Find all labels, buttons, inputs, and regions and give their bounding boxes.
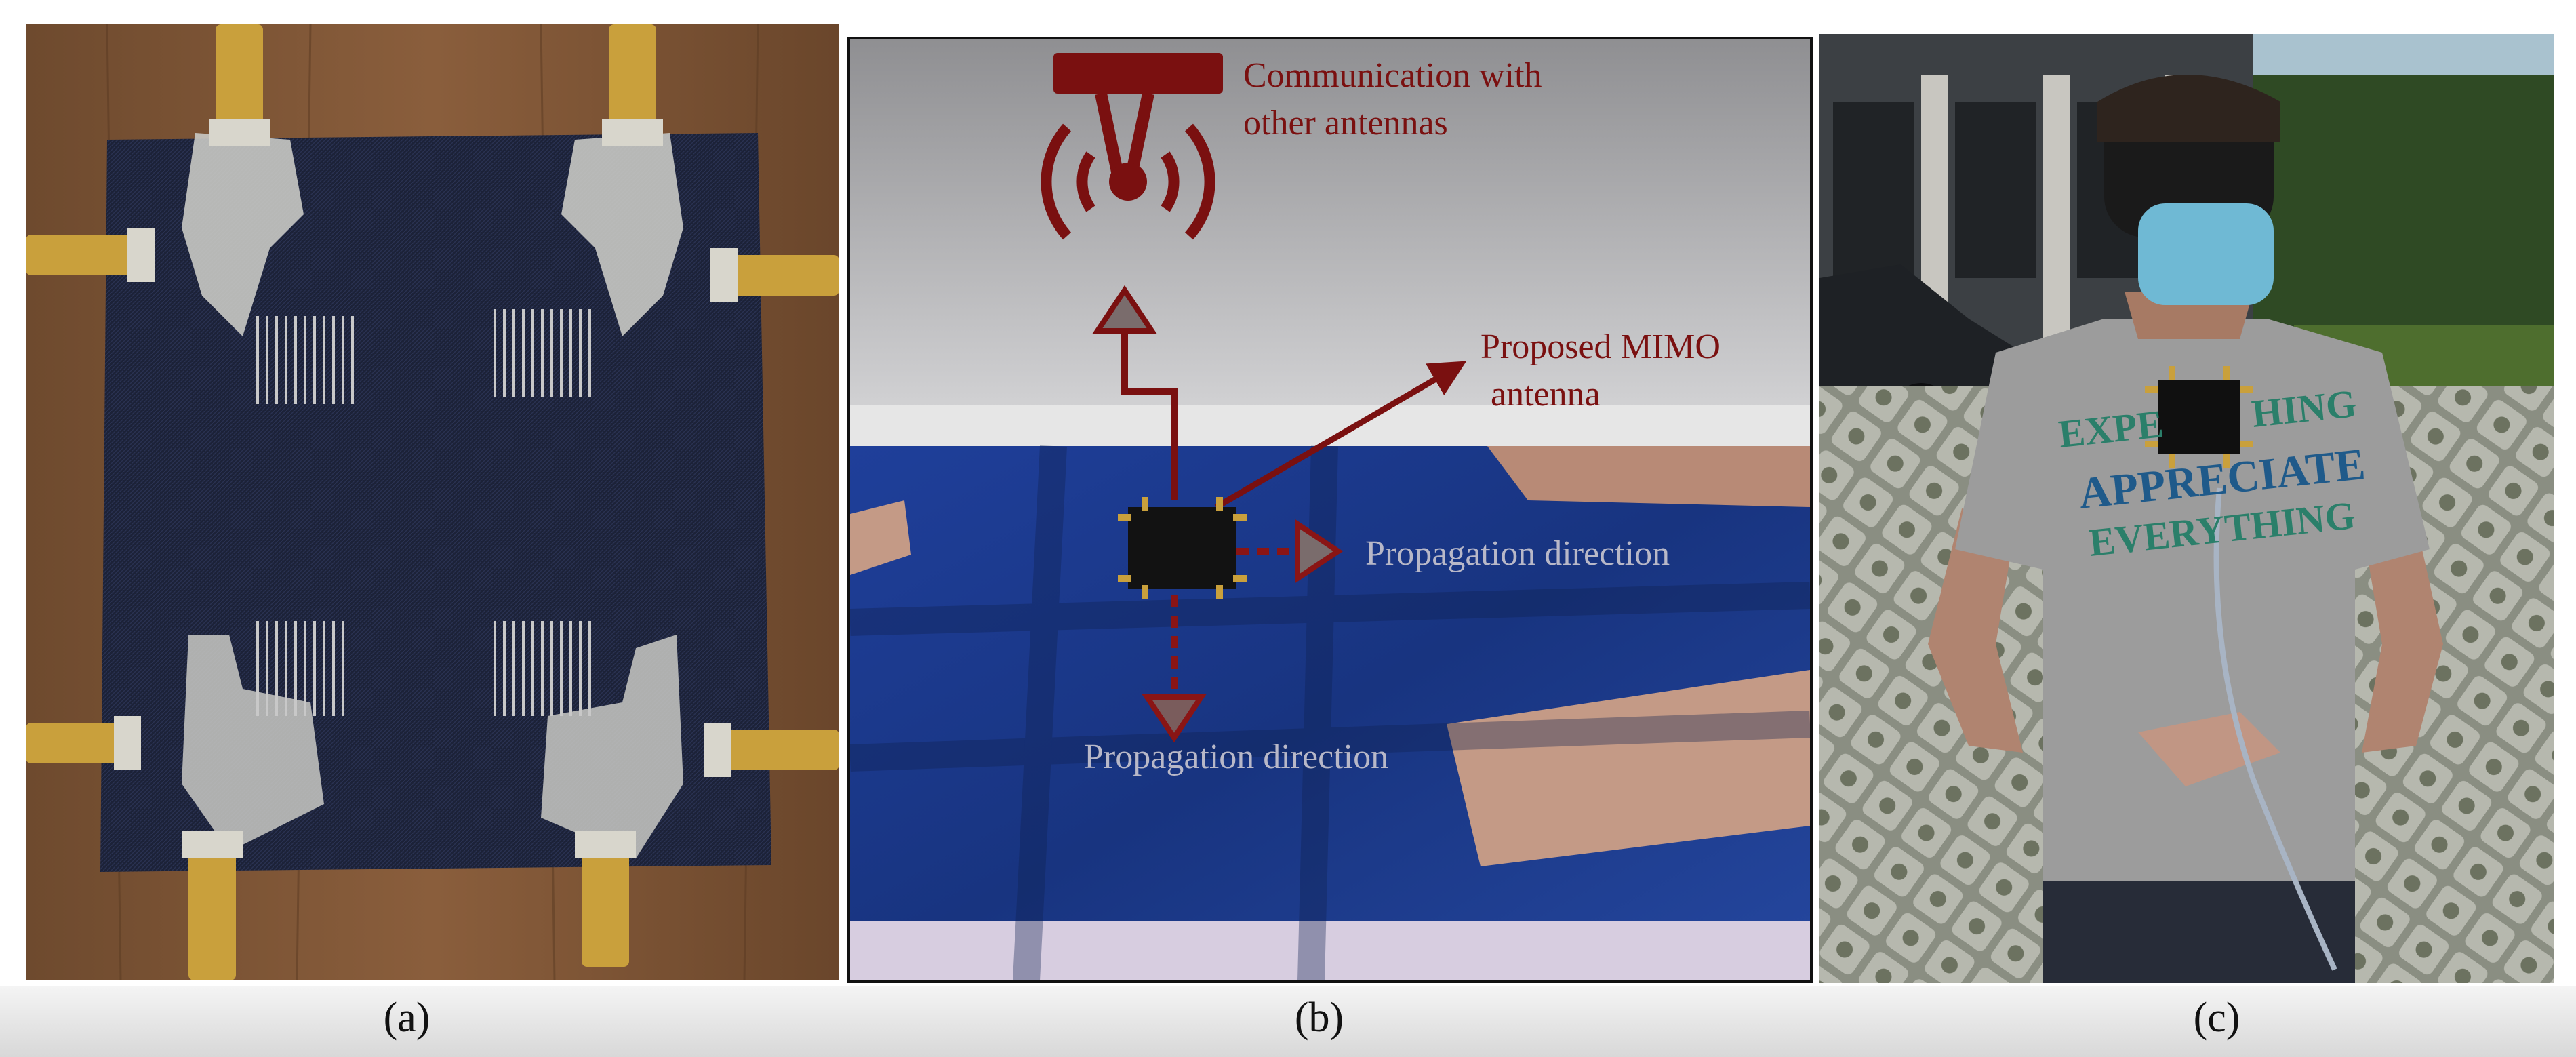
sheet-bottom	[850, 921, 1810, 980]
sma-connectors	[26, 24, 839, 980]
trees	[2253, 75, 2554, 366]
caption-b: (b)	[1294, 995, 1344, 1041]
label-communication-line1: Communication with	[1243, 56, 1542, 95]
jeans	[2043, 881, 2355, 983]
right-arm	[2362, 522, 2443, 753]
cloth-shadows	[850, 445, 1810, 980]
panel-a-image	[26, 24, 839, 980]
cable	[2213, 487, 2337, 971]
uplink-path	[1121, 331, 1178, 500]
antenna-element-bottom-left	[182, 621, 351, 852]
propagation-right-arrowhead	[1295, 519, 1344, 584]
uplink-arrowhead	[1092, 285, 1157, 334]
skin-shoulder-left	[850, 500, 911, 575]
label-mimo-line1: Proposed MIMO	[1481, 327, 1720, 366]
hair	[2097, 75, 2280, 142]
caption-c: (c)	[2193, 995, 2240, 1041]
panel-c-photo: EXPE HING APPRECIATE EVERYTHING	[1819, 34, 2554, 983]
connector-brackets	[114, 119, 738, 858]
panel-c-image: EXPE HING APPRECIATE EVERYTHING	[1819, 34, 2554, 983]
skin-arm-top	[1487, 446, 1810, 507]
propagation-down-arrowhead	[1142, 694, 1207, 743]
face-mask	[2138, 203, 2274, 305]
skin-arm-bottom	[1447, 670, 1810, 866]
communication-tower-icon	[1041, 53, 1223, 240]
tshirt	[1955, 319, 2430, 881]
caption-a: (a)	[383, 995, 430, 1041]
label-propagation-right: Propagation direction	[1365, 534, 1670, 573]
caption-bar	[0, 986, 2576, 1057]
person: EXPE HING APPRECIATE EVERYTHING	[1928, 75, 2443, 983]
shirt-text-line1: EXPE	[2057, 401, 2166, 456]
mimo-antenna-on-chest	[1118, 497, 1247, 599]
label-communication-line2: other antennas	[1243, 104, 1448, 142]
mimo-pointer-line	[1214, 361, 1467, 510]
label-propagation-down: Propagation direction	[1084, 738, 1388, 776]
hand	[2138, 712, 2280, 786]
chest-antenna	[2145, 366, 2253, 468]
antenna-element-bottom-right	[494, 621, 683, 858]
antenna-element-top-right	[494, 133, 683, 397]
left-arm	[1928, 508, 2023, 753]
panel-b-image: Communication with other antennas Propos…	[850, 39, 1810, 980]
label-mimo-line2: antenna	[1491, 375, 1601, 414]
panel-a-photo	[26, 24, 839, 980]
antenna-element-top-left	[182, 133, 358, 404]
panel-b-illustration: Communication with other antennas Propos…	[847, 37, 1813, 983]
upper-gray-background	[850, 39, 1810, 446]
shirt-text-line1b: HING	[2250, 381, 2359, 436]
